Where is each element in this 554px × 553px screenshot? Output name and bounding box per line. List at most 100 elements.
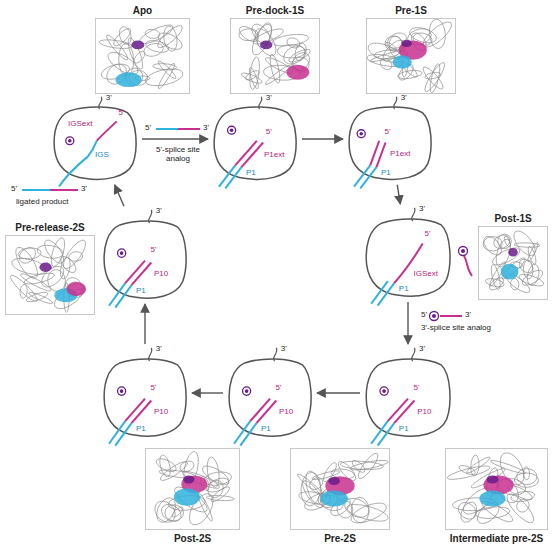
helix-ribbon <box>19 272 53 293</box>
helix-ribbon <box>271 32 310 48</box>
magenta-strand <box>242 143 264 168</box>
helix-ribbon <box>236 24 261 45</box>
helix-ribbon <box>428 63 442 93</box>
guanosine-symbol <box>66 137 74 145</box>
rna-backbone <box>446 450 541 526</box>
magenta-strand <box>377 143 386 168</box>
end-label: 5' <box>145 124 151 133</box>
highlight-region <box>286 65 309 80</box>
guanosine-symbol <box>380 387 388 395</box>
structure-panel: Pre-1S <box>366 18 456 94</box>
transition-arrow <box>192 392 223 393</box>
guanosine-dot <box>461 249 465 253</box>
helix-ribbon <box>28 291 54 305</box>
strand-label: P1 <box>136 287 146 295</box>
helix-ribbon <box>422 61 448 93</box>
helix-ribbon <box>515 498 530 513</box>
helix-ribbon <box>470 455 479 476</box>
transition-arrow <box>407 302 408 344</box>
strand-label: 5' <box>414 384 420 392</box>
state-label: Post-2S <box>174 533 211 544</box>
helix-ribbon <box>12 245 42 281</box>
structure-render <box>6 236 94 314</box>
highlight-region <box>260 40 272 49</box>
structure-render <box>446 449 547 529</box>
helix-ribbon <box>483 236 503 251</box>
cyan-strand <box>240 423 256 446</box>
helix-ribbon <box>104 33 131 61</box>
structure-render <box>479 227 547 299</box>
guanosine-symbol <box>118 249 126 257</box>
magenta-strand <box>394 401 414 424</box>
helix-ribbon <box>248 22 275 57</box>
helix-ribbon <box>268 54 282 84</box>
ribozyme-cartoon: 3'5'P10P1 <box>362 346 454 440</box>
helix-ribbon <box>36 243 65 260</box>
structure-render <box>146 449 239 529</box>
strand-label: P1ext <box>264 151 284 159</box>
state-label: Apo <box>133 5 152 16</box>
cyan-strand <box>234 421 250 444</box>
reagent-label: 5'-splice site analog <box>148 146 208 164</box>
helix-ribbon <box>60 238 90 272</box>
highlight-region <box>320 491 347 507</box>
strand-label: P10 <box>154 270 168 278</box>
end-label: 3' <box>203 124 209 133</box>
end-label: ligated product <box>16 198 68 207</box>
ribozyme-cartoon: 3'P105'P1 <box>100 208 190 302</box>
tail-strand <box>149 348 152 361</box>
ribozyme-body <box>104 221 186 298</box>
tail-strand <box>149 210 152 223</box>
guanosine-dot <box>230 128 234 132</box>
state-label: Pre-2S <box>324 533 356 544</box>
helix-ribbon <box>251 26 281 58</box>
highlight-region <box>501 264 519 280</box>
helix-ribbon <box>205 456 220 487</box>
ribozyme-cartoon: 3'5'IGSextP1 <box>362 206 454 300</box>
structure-render <box>231 19 319 93</box>
strand-label: 3' <box>419 205 425 213</box>
helix-ribbon <box>347 499 389 527</box>
helix-ribbon <box>59 257 72 280</box>
guanosine-dot <box>120 251 124 255</box>
strand-label: P1 <box>246 169 256 177</box>
helix-ribbon <box>428 19 446 49</box>
helix-ribbon <box>489 459 527 476</box>
ribozyme-body <box>366 359 450 436</box>
strand-label: 3' <box>266 94 272 102</box>
cyan-strand <box>59 141 97 187</box>
strand-label: IGSext <box>68 120 92 128</box>
strand-label: 3' <box>419 345 425 353</box>
helix-ribbon <box>158 454 173 478</box>
end-label: 3' <box>81 185 87 194</box>
cyan-strand <box>371 421 388 444</box>
magenta-strand <box>97 121 117 140</box>
helix-ribbon <box>19 284 27 299</box>
tail-strand <box>274 348 277 361</box>
highlight-region <box>174 488 200 506</box>
rna-backbone <box>8 237 90 314</box>
rna-backbone <box>481 227 545 296</box>
structure-panel: Pre-release-2S <box>5 235 95 315</box>
helix-ribbon <box>487 275 505 292</box>
helix-ribbon <box>523 260 534 279</box>
ribozyme-body <box>229 359 311 436</box>
helix-ribbon <box>111 27 134 48</box>
released-strand <box>464 256 472 276</box>
guanosine-symbol <box>228 126 236 134</box>
strand-label: P10 <box>279 408 293 416</box>
guanosine-dot <box>245 389 249 393</box>
cyan-strand <box>115 285 131 308</box>
cyan-strand <box>156 128 178 130</box>
helix-ribbon <box>355 451 381 480</box>
structure-panel: Pre-2S <box>290 448 390 530</box>
strand-label: 5' <box>266 128 272 136</box>
rna-backbone <box>98 22 185 90</box>
ribozyme-cartoon: 3'5'P10P1 <box>225 346 315 440</box>
structure-panel: Post-2S <box>145 448 240 530</box>
ribozyme-cartoon: 3' P1extP1 5' <box>210 95 300 183</box>
structure-render <box>367 19 455 93</box>
guanosine-symbol <box>357 130 365 138</box>
helix-ribbon <box>513 465 542 488</box>
helix-ribbon <box>144 38 171 54</box>
